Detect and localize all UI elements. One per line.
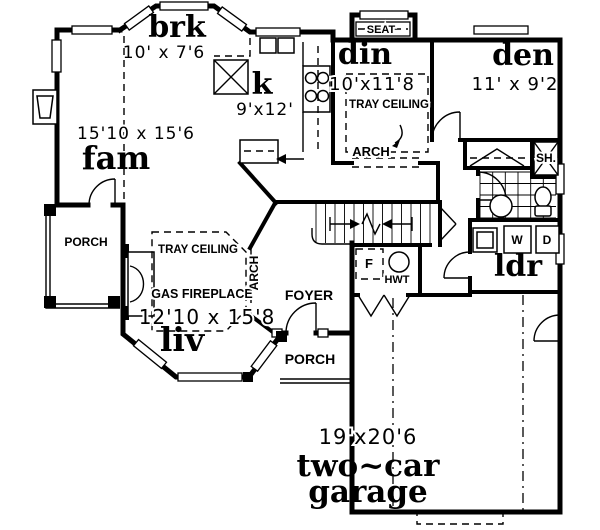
din-tray-ceiling-outline [345,73,429,153]
porch-front-edge [280,378,352,384]
room-label-den: den [492,38,554,73]
water-heater-label: HWT [384,274,409,286]
foyer-label: FOYER [285,287,333,303]
window-fam-west [51,39,62,73]
window-liv-bay [177,372,243,382]
windows [51,1,565,525]
sink-basin-right [277,37,295,54]
window-brk-bay-left [123,5,155,31]
room-label-liv: liv [160,320,205,359]
din-tray-label: TRAY CEILING [349,99,429,111]
pass-through-arrow [276,154,286,164]
washer-label: W [511,233,523,247]
door-garage-man [533,314,561,342]
stairs [311,203,431,245]
porch-post [44,204,56,216]
din-arch-label: ARCH [352,144,390,159]
window-kitchen [255,27,301,37]
bath-fixtures [479,141,559,219]
porch-left-rail [45,205,120,309]
window-liv-bay-left [132,338,168,370]
dims-kitchen: 9'x12' [236,100,294,120]
seat-label: SEAT [367,24,396,36]
furnace-label: F [365,256,373,271]
liv-fireplace-label: GAS FIREPLACE [151,287,252,301]
window-den [473,25,529,35]
dryer [535,225,560,254]
liv-gas-fireplace [127,251,155,317]
window-liv-bay-right [250,339,278,373]
window-fam-north [71,25,113,35]
utility-fixtures [355,248,410,280]
porch-post [108,296,120,308]
room-label-kitchen: k [252,67,274,102]
window-brk-bay [159,1,209,11]
interior-walls [237,38,562,336]
laundry-fixtures [472,225,560,254]
porch-post [44,296,56,308]
room-label-garage-line1: two~car [297,448,441,484]
liv-arch-label: ARCH [247,256,261,291]
dryer-label: D [543,233,552,247]
porches [44,204,352,384]
din-arch-opening [352,157,420,168]
washer [503,225,532,254]
dims-den: 11' x 9'2 [472,74,559,95]
door-garage-double [357,294,411,318]
stair-rail [311,228,352,245]
room-label-din: din [338,37,392,72]
garage-ceiling-lines [392,295,524,510]
porch-post [276,331,287,342]
dims-fam: 15'10 x 15'6 [77,124,195,144]
dashed-annotations [123,36,524,510]
porch-post [243,372,253,382]
tile-floor [479,171,556,219]
furnace-box [355,248,384,280]
door-front [285,302,317,334]
fireplaces [32,89,155,320]
sink-basin-left [259,37,277,54]
kitchen-fixtures [213,37,331,164]
dims-garage: 19'x20'6 [319,425,418,449]
room-label-garage-line2: garage [308,474,428,510]
room-label-brk: brk [148,10,207,45]
doors [88,111,561,342]
room-label-ldr: ldr [494,249,543,284]
water-heater-tank [388,251,410,273]
window-brk-bay-right [216,6,248,32]
garage-door [416,511,504,525]
labels: brk 10' x 7'6 k 9'x12' SEAT din 10'x11'8… [64,10,558,510]
door-hall-double [439,206,457,242]
toilet-bowl [534,186,552,208]
stair-direction-arrow [329,212,413,236]
liv-tray-ceiling-outline [151,231,247,332]
door-closet-bifold [469,148,525,167]
toilet-tank [534,205,552,217]
door-fam-porch [88,178,116,206]
bath-sink [489,194,513,218]
door-den [431,111,461,141]
window-sidelight-right [317,328,329,338]
door-laundry [443,251,471,279]
liv-tray-label: TRAY CEILING [158,244,238,256]
shower-label: SH. [536,151,556,165]
dims-liv: 12'10 x 15'8 [139,305,276,329]
window-bath-east [555,163,565,195]
dims-din: 10'x11'8 [329,74,415,95]
dims-brk: 10' x 7'6 [123,43,205,63]
room-label-fam: fam [82,139,151,177]
porch-front-label: PORCH [285,351,336,367]
window-seat-bay [359,10,409,20]
porch-left-label: PORCH [64,235,107,249]
